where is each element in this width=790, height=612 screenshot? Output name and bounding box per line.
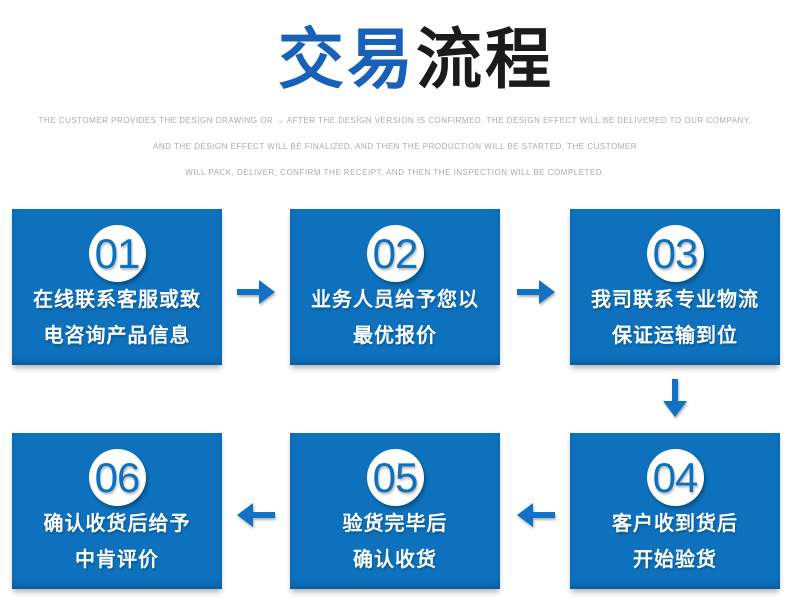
step-description-04-line2: 开始验货 <box>633 549 717 571</box>
arrow-head <box>539 280 555 304</box>
step-number-badge-01: 01 <box>88 225 146 282</box>
step-card-04: 04 客户收到货后 开始验货 <box>570 433 780 589</box>
arrow-right-icon-step1-to-step2 <box>237 280 275 304</box>
step-number-badge-06: 06 <box>88 449 146 506</box>
arrow-head <box>663 401 687 417</box>
step-description-02: 业务人员给予您以 最优报价 <box>290 282 500 354</box>
step-description-03-line2: 保证运输到位 <box>612 325 738 347</box>
arrow-shaft <box>253 512 275 518</box>
step-description-06: 确认收货后给予 中肯评价 <box>12 506 222 578</box>
subtitle: THE CUSTOMER PROVIDES THE DESIGN DRAWING… <box>0 108 790 186</box>
step-description-03-line1: 我司联系专业物流 <box>591 289 759 311</box>
arrow-shaft <box>672 379 678 401</box>
subtitle-line-3: WILL PACK, DELIVER, CONFIRM THE RECEIPT,… <box>185 168 605 177</box>
step-description-01-line1: 在线联系客服或致 <box>33 289 201 311</box>
subtitle-line-1: THE CUSTOMER PROVIDES THE DESIGN DRAWING… <box>38 116 752 125</box>
step-description-01-line2: 电咨询产品信息 <box>43 325 191 347</box>
step-card-05: 05 验货完毕后 确认收货 <box>290 433 500 589</box>
arrow-head <box>259 280 275 304</box>
step-description-06-line2: 中肯评价 <box>75 549 159 571</box>
arrow-shaft <box>533 512 555 518</box>
step-description-05: 验货完毕后 确认收货 <box>290 506 500 578</box>
arrow-left-icon-step5-to-step6 <box>237 503 275 527</box>
step-description-04: 客户收到货后 开始验货 <box>570 506 780 578</box>
arrow-shaft <box>517 289 539 295</box>
step-card-03: 03 我司联系专业物流 保证运输到位 <box>570 209 780 365</box>
step-number-badge-04: 04 <box>646 449 704 506</box>
step-number-badge-03: 03 <box>646 225 704 282</box>
step-description-01: 在线联系客服或致 电咨询产品信息 <box>12 282 222 354</box>
step-description-06-line1: 确认收货后给予 <box>43 513 191 535</box>
arrow-down-icon-step3-to-step4 <box>663 379 687 417</box>
page-title: 交易流程 <box>0 20 790 98</box>
arrow-left-icon-step4-to-step5 <box>517 503 555 527</box>
step-card-06: 06 确认收货后给予 中肯评价 <box>12 433 222 589</box>
step-description-04-line1: 客户收到货后 <box>612 513 738 535</box>
page-title-rest: 流程 <box>416 22 554 96</box>
page-title-highlight: 交易 <box>278 22 416 96</box>
arrow-head <box>237 503 253 527</box>
step-description-02-line2: 最优报价 <box>353 325 437 347</box>
arrow-right-icon-step2-to-step3 <box>517 280 555 304</box>
step-description-05-line1: 验货完毕后 <box>342 513 448 535</box>
step-description-03: 我司联系专业物流 保证运输到位 <box>570 282 780 354</box>
step-description-02-line1: 业务人员给予您以 <box>311 289 479 311</box>
step-number-badge-02: 02 <box>366 225 424 282</box>
step-card-01: 01 在线联系客服或致 电咨询产品信息 <box>12 209 222 365</box>
subtitle-line-2: AND THE DESIGN EFFECT WILL BE FINALIZED,… <box>153 142 637 151</box>
step-number-badge-05: 05 <box>366 449 424 506</box>
step-card-02: 02 业务人员给予您以 最优报价 <box>290 209 500 365</box>
step-description-05-line2: 确认收货 <box>353 549 437 571</box>
arrow-head <box>517 503 533 527</box>
arrow-shaft <box>237 289 259 295</box>
